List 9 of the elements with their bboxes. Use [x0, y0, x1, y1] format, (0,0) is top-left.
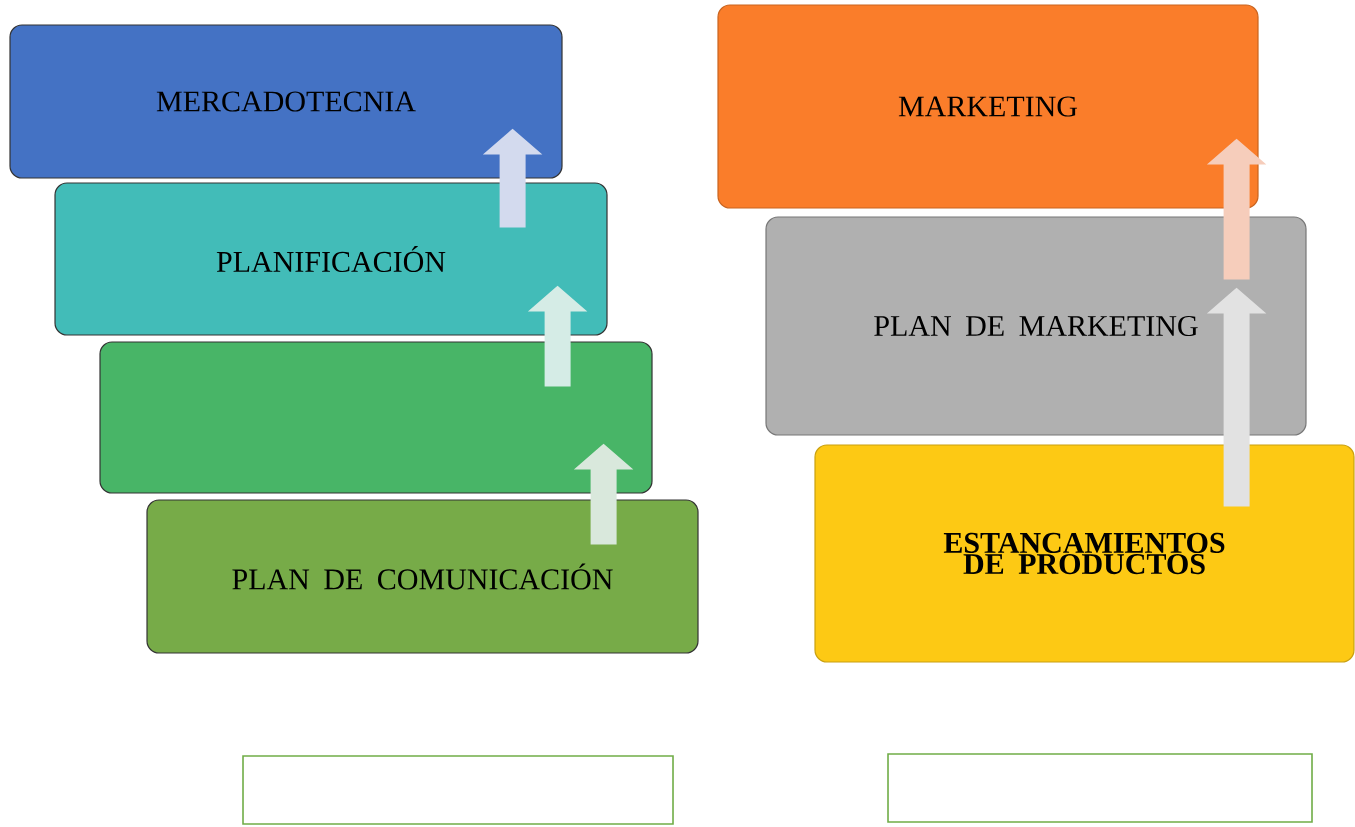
step-box: ESTANCAMIENTOS DE PRODUCTOS	[814, 444, 1355, 663]
step-box: PLAN DE MARKETING	[765, 216, 1307, 436]
empty-box	[99, 341, 653, 494]
empty-box	[887, 753, 1313, 823]
step-box: MARKETING	[717, 4, 1259, 209]
step-box: PLANIFICACIÓN	[54, 182, 608, 336]
step-box: PLAN DE COMUNICACIÓN	[146, 499, 699, 654]
step-box: MERCADOTECNIA	[9, 24, 563, 179]
empty-box	[242, 755, 674, 825]
